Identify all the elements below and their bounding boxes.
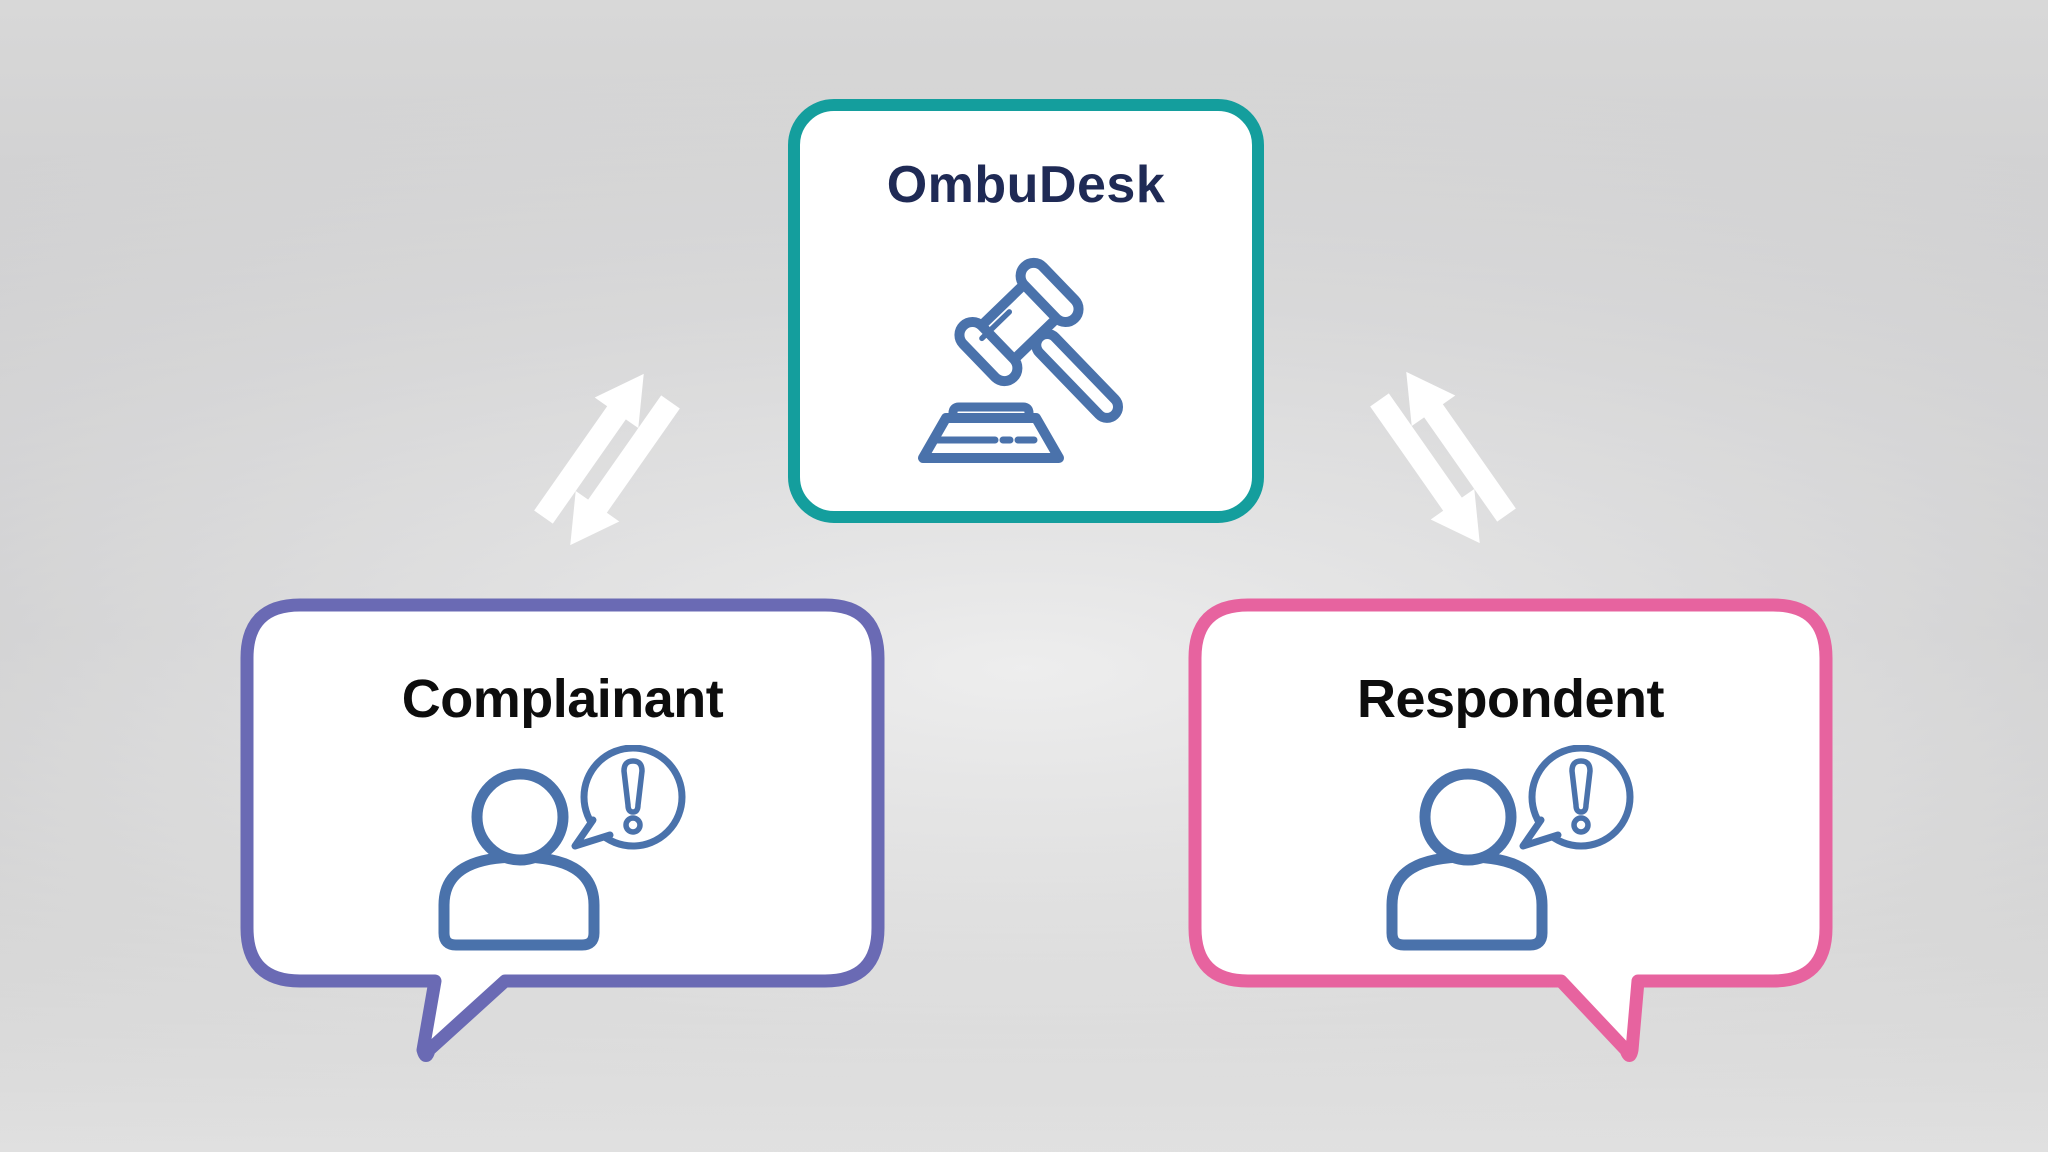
ombudesk-card: OmbuDesk — [788, 99, 1264, 523]
respondent-title: Respondent — [1356, 669, 1665, 729]
double-arrow-icon — [1370, 371, 1516, 544]
ombudesk-title: OmbuDesk — [886, 156, 1166, 214]
person-exclamation-icon — [1386, 745, 1634, 951]
two-way-arrow-left — [514, 354, 701, 564]
double-arrow-icon — [534, 373, 680, 546]
complainant-title: Complainant — [401, 669, 724, 729]
gavel-icon — [918, 257, 1124, 463]
two-way-arrow-right — [1350, 352, 1537, 562]
person-exclamation-icon — [438, 745, 686, 951]
